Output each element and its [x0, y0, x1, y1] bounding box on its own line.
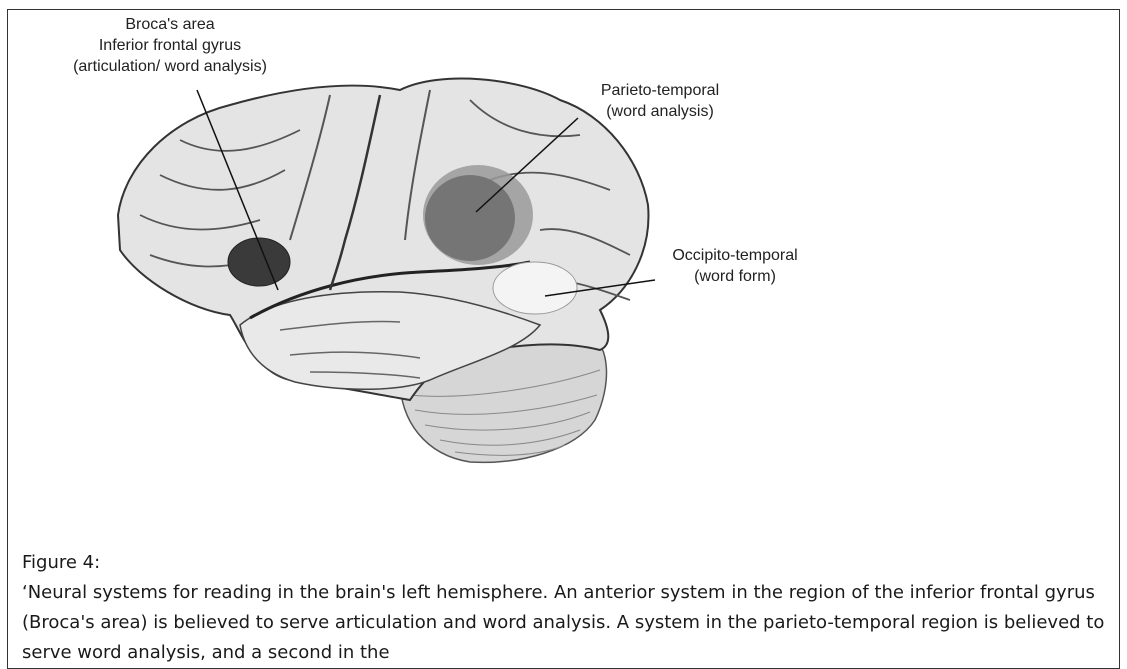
occipito-label-line2: (word form) [620, 266, 850, 287]
occipito-temporal-label: Occipito-temporal (word form) [620, 245, 850, 287]
figure-caption: Figure 4: ‘Neural systems for reading in… [22, 548, 1112, 668]
broca-label-line3: (articulation/ word analysis) [10, 56, 330, 77]
parieto-temporal-label: Parieto-temporal (word analysis) [555, 80, 765, 122]
caption-text: ‘Neural systems for reading in the brain… [22, 578, 1112, 668]
broca-label-line2: Inferior frontal gyrus [10, 35, 330, 56]
occipito-label-line1: Occipito-temporal [620, 245, 850, 266]
parieto-label-line2: (word analysis) [555, 101, 765, 122]
broca-label-line1: Broca's area [10, 14, 330, 35]
parieto-label-line1: Parieto-temporal [555, 80, 765, 101]
broca-region [228, 238, 290, 286]
occipito-temporal-region [493, 262, 577, 314]
caption-title: Figure 4: [22, 548, 1112, 578]
broca-label: Broca's area Inferior frontal gyrus (art… [10, 14, 330, 77]
